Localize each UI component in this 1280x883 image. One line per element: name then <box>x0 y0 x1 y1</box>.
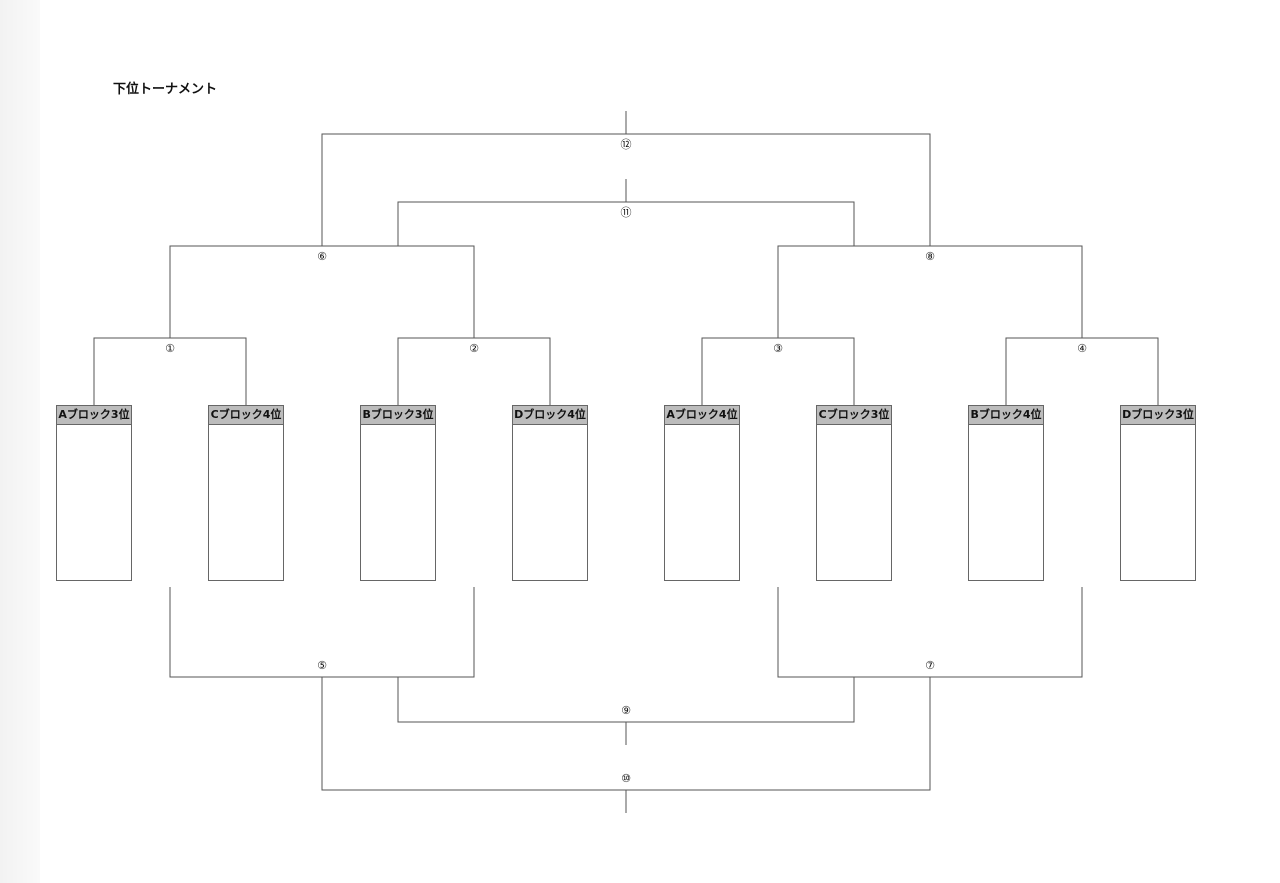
match-label-12: ⑫ <box>616 138 636 151</box>
team-label: Cブロック4位 <box>209 406 283 425</box>
team-label: Bブロック3位 <box>361 406 435 425</box>
team-box-c-block-3rd: Cブロック3位 <box>816 405 892 581</box>
team-label: Cブロック3位 <box>817 406 891 425</box>
team-box-d-block-3rd: Dブロック3位 <box>1120 405 1196 581</box>
team-label: Aブロック3位 <box>57 406 131 425</box>
match-label-2: ② <box>464 342 484 355</box>
match-label-4: ④ <box>1072 342 1092 355</box>
team-box-b-block-4th: Bブロック4位 <box>968 405 1044 581</box>
team-entry-area[interactable] <box>57 425 131 580</box>
team-label: Bブロック4位 <box>969 406 1043 425</box>
match-label-5: ⑤ <box>312 659 332 672</box>
team-entry-area[interactable] <box>209 425 283 580</box>
match-label-6: ⑥ <box>312 250 332 263</box>
team-box-d-block-4th: Dブロック4位 <box>512 405 588 581</box>
match-label-3: ③ <box>768 342 788 355</box>
team-entry-area[interactable] <box>665 425 739 580</box>
team-box-b-block-3rd: Bブロック3位 <box>360 405 436 581</box>
team-box-a-block-4th: Aブロック4位 <box>664 405 740 581</box>
team-label: Dブロック3位 <box>1121 406 1195 425</box>
team-entry-area[interactable] <box>817 425 891 580</box>
team-entry-area[interactable] <box>513 425 587 580</box>
match-label-10: ⑩ <box>616 772 636 785</box>
team-box-c-block-4th: Cブロック4位 <box>208 405 284 581</box>
team-entry-area[interactable] <box>969 425 1043 580</box>
match-label-8: ⑧ <box>920 250 940 263</box>
match-label-7: ⑦ <box>920 659 940 672</box>
team-entry-area[interactable] <box>1121 425 1195 580</box>
team-label: Dブロック4位 <box>513 406 587 425</box>
page-margin <box>0 0 40 883</box>
match-label-1: ① <box>160 342 180 355</box>
page-title: 下位トーナメント <box>113 82 218 97</box>
team-label: Aブロック4位 <box>665 406 739 425</box>
match-label-9: ⑨ <box>616 704 636 717</box>
team-box-a-block-3rd: Aブロック3位 <box>56 405 132 581</box>
match-label-11: ⑪ <box>616 206 636 219</box>
team-entry-area[interactable] <box>361 425 435 580</box>
